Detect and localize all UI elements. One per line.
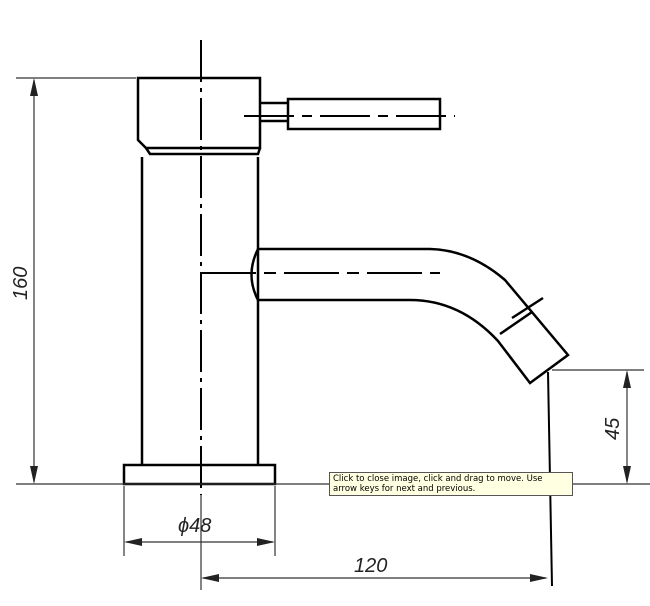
spout <box>258 247 570 385</box>
dimension-arrows <box>30 78 631 582</box>
diameter-dimension-label: ϕ48 <box>178 515 211 537</box>
spout-height-dimension-label: 45 <box>602 417 624 440</box>
base-plate <box>122 463 277 486</box>
image-viewer-tooltip[interactable]: Click to close image, click and drag to … <box>329 472 573 496</box>
reach-dimension-label: 120 <box>354 555 387 577</box>
dimension-lines <box>16 77 650 590</box>
handle-head <box>136 76 262 150</box>
faucet-outline <box>122 76 570 486</box>
lever-handle <box>286 97 442 131</box>
center-lines <box>200 40 553 587</box>
height-dimension-label: 160 <box>10 267 32 300</box>
head-neck <box>144 147 262 156</box>
